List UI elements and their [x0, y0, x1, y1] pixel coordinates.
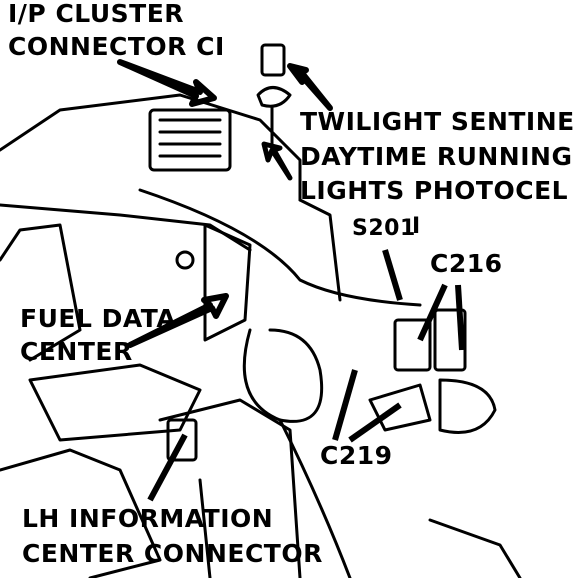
- photocell-base: [256, 86, 292, 108]
- center-support: [158, 398, 302, 578]
- arrow-fuel-data: [127, 293, 229, 348]
- twilight-label-line3: LIGHTS PHOTOCEL: [300, 176, 569, 205]
- harness-loop: [242, 328, 324, 423]
- s201-label: S201: [352, 216, 416, 241]
- column-line: [198, 478, 212, 578]
- c216-label: C216: [430, 249, 503, 278]
- c216-connector-shape: [393, 318, 432, 372]
- ip-cluster-label-line2: CONNECTOR CI: [8, 32, 225, 61]
- arrow-c219-a: [332, 369, 358, 441]
- arrow-photocell: [287, 63, 333, 111]
- c219-connector-shape-2: [438, 378, 497, 434]
- arrow-c216-a: [417, 283, 448, 342]
- floor-line: [428, 518, 522, 578]
- fuel-data-bracket: [203, 223, 252, 342]
- c219-label: C219: [320, 441, 393, 470]
- twilight-label-line2: DAYTIME RUNNING: [300, 142, 573, 171]
- ip-cluster-label-line1: I/P CLUSTER: [8, 0, 185, 28]
- lh-info-label-line1: LH INFORMATION: [22, 504, 274, 533]
- arrow-c219-b: [348, 402, 402, 443]
- dash-panel-edge: [0, 223, 82, 362]
- dash-panel-outline: [0, 93, 302, 202]
- c216-connector-shape-2: [433, 308, 467, 372]
- mount-screw: [175, 250, 195, 270]
- ip-cluster-connector-shape: [148, 108, 232, 172]
- harness-main: [138, 188, 422, 307]
- arrow-twilight-down: [261, 141, 293, 181]
- lh-info-label-line2: CENTER CONNECTOR: [22, 539, 323, 568]
- knee-bolster: [28, 363, 202, 442]
- s201-mark: Ⅰ: [412, 214, 421, 239]
- arrow-c216-b: [455, 284, 465, 351]
- fuel-data-label-line1: FUEL DATA: [20, 304, 177, 333]
- right-panel: [298, 198, 342, 302]
- ip-cluster-pins: [158, 118, 222, 158]
- arrow-lh-info: [147, 433, 188, 502]
- lh-info-connector-shape: [166, 418, 198, 462]
- twilight-label-line1: TWILIGHT SENTINEL/: [300, 107, 576, 136]
- arrow-s201: [382, 249, 403, 301]
- arrow-ip-cluster: [117, 59, 217, 107]
- fuel-data-label-line2: CENTER: [20, 337, 133, 366]
- lower-bracket: [0, 448, 162, 578]
- photocell-body: [260, 43, 286, 77]
- harness-branch: [278, 418, 352, 578]
